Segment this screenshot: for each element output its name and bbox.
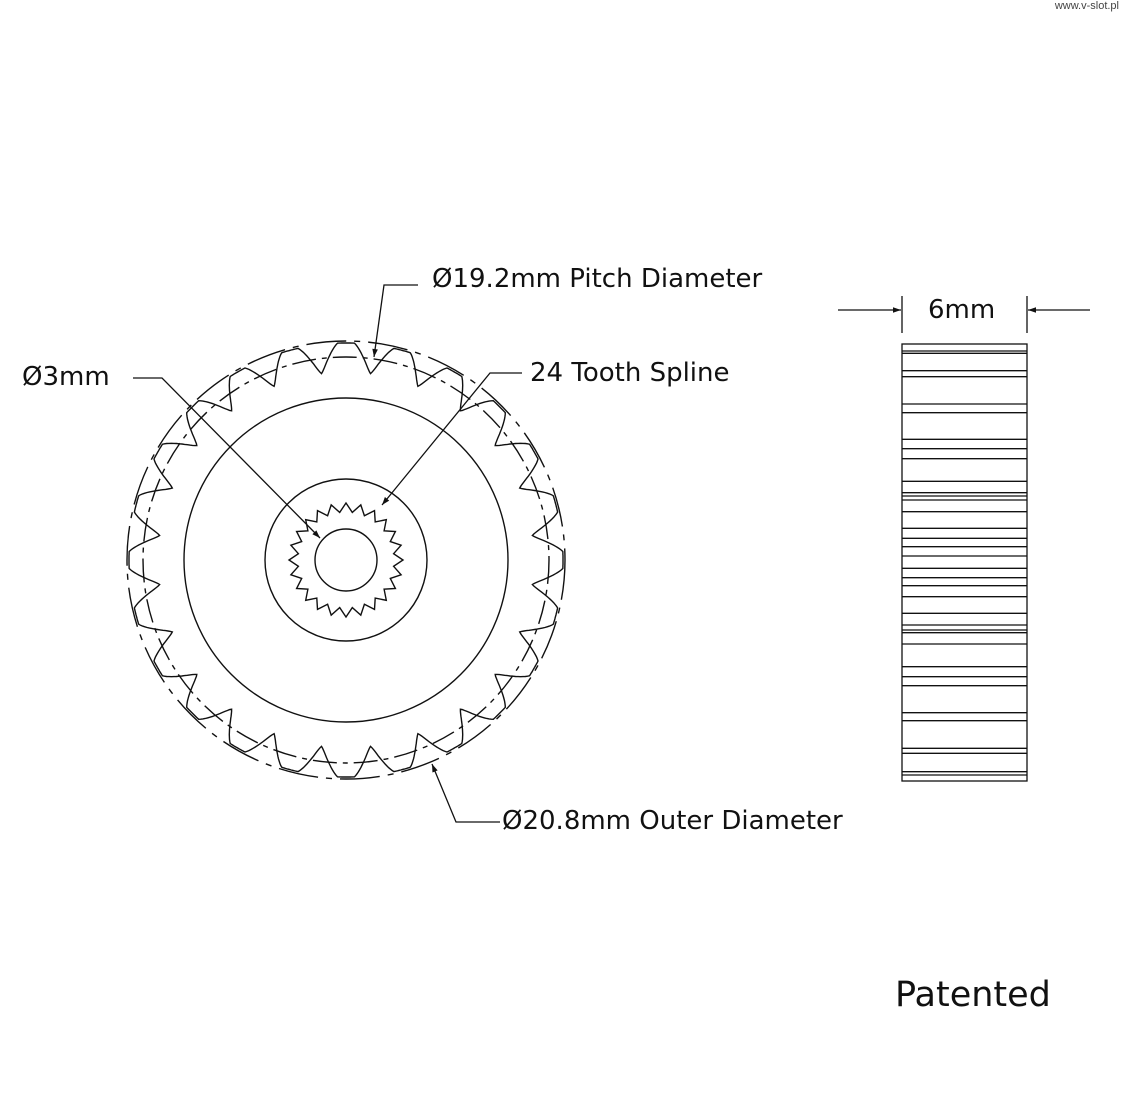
pitch-circle xyxy=(142,356,550,764)
side-outline xyxy=(901,343,1028,782)
bore-leader xyxy=(133,377,321,539)
inner-hub-circle xyxy=(264,478,428,642)
gear-front-view xyxy=(126,340,566,780)
pitch-diameter-label: Ø19.2mm Pitch Diameter xyxy=(432,264,763,294)
leaders xyxy=(133,284,1090,823)
bore-label: Ø3mm xyxy=(22,362,110,392)
pitch-leader xyxy=(372,284,418,358)
gear-teeth-profile xyxy=(128,342,564,778)
watermark: www.v-slot.pl xyxy=(1054,0,1119,12)
width-label: 6mm xyxy=(928,295,996,325)
hub-circle xyxy=(183,397,509,723)
spline-label: 24 Tooth Spline xyxy=(530,358,730,388)
outer-leader xyxy=(431,763,500,823)
spline-profile xyxy=(287,501,405,619)
outer-diameter-circle xyxy=(126,340,566,780)
patented-label: Patented xyxy=(895,975,1051,1015)
outer-diameter-label: Ø20.8mm Outer Diameter xyxy=(502,806,843,836)
bore-circle xyxy=(314,528,378,592)
gear-side-view xyxy=(901,343,1028,782)
spline-leader xyxy=(381,372,522,506)
